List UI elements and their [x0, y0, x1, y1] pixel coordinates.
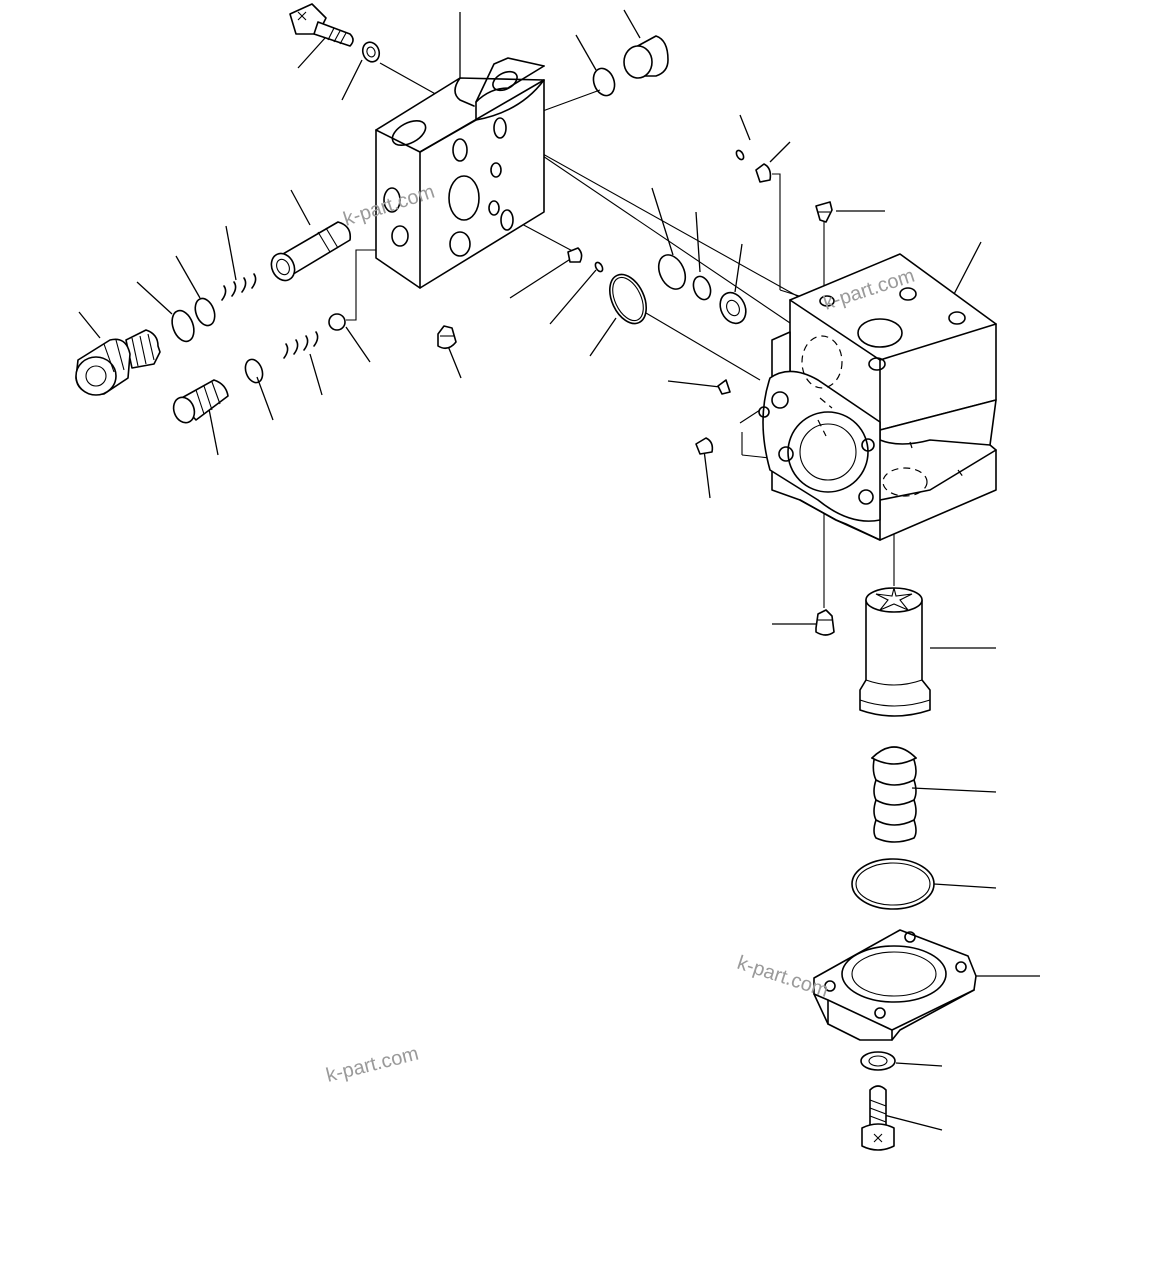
plug-small-icon — [437, 325, 457, 350]
o-ring-icon — [592, 67, 616, 97]
o-ring-icon — [594, 261, 604, 273]
plunger-icon — [172, 379, 229, 424]
bolt-icon — [289, 3, 354, 47]
o-ring-icon — [851, 858, 935, 910]
o-ring-icon — [735, 149, 745, 161]
spring-icon — [283, 331, 319, 359]
o-ring-icon — [244, 358, 264, 384]
o-ring-icon — [657, 254, 687, 290]
o-ring-icon — [609, 273, 647, 325]
valve-block-body — [375, 57, 545, 289]
plug-small-icon — [755, 163, 772, 183]
plug-small-icon — [815, 201, 833, 223]
o-ring-icon — [612, 276, 644, 322]
plug-small-icon — [815, 609, 835, 636]
seal-icon — [719, 291, 747, 325]
spring-icon — [221, 273, 257, 301]
watermark: k-part.com — [324, 1043, 421, 1087]
washer-icon — [361, 41, 381, 63]
relief-valve-icon — [75, 329, 161, 396]
washer-icon — [860, 1051, 896, 1071]
plug-icon — [623, 35, 669, 79]
spring-icon — [871, 746, 917, 843]
ball-icon — [328, 313, 346, 331]
bolt-icon — [861, 1085, 895, 1151]
flange-cover-icon — [813, 929, 977, 1041]
plug-small-icon — [567, 247, 583, 263]
o-ring-icon — [692, 275, 712, 301]
piston-icon — [859, 587, 931, 717]
pin-icon — [717, 379, 731, 395]
leader-lines — [78, 9, 1040, 1131]
watermark: k-part.com — [734, 952, 831, 1002]
o-ring-icon — [194, 297, 216, 327]
pump-housing-body — [758, 253, 997, 541]
plug-small-icon — [695, 437, 714, 455]
o-ring-icon — [171, 309, 195, 343]
spool-icon — [270, 221, 352, 282]
